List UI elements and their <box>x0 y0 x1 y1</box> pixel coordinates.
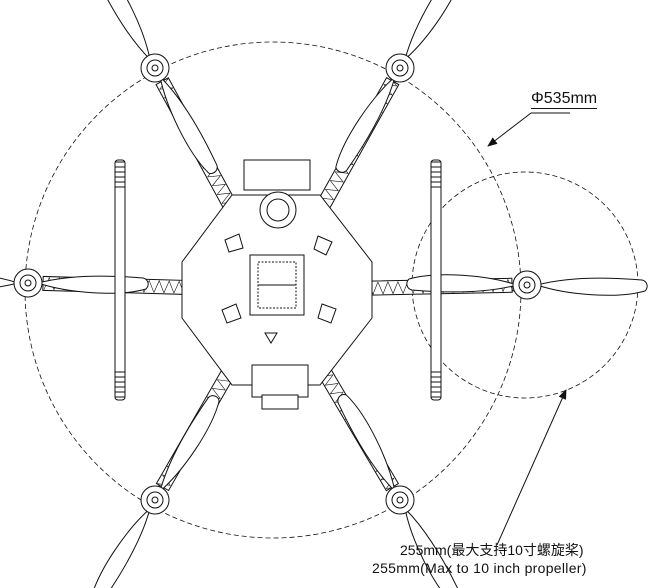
landing-gear <box>430 159 442 401</box>
propeller <box>90 395 220 588</box>
camera-mount <box>259 191 297 229</box>
propeller <box>92 0 218 174</box>
motor <box>385 485 415 515</box>
motor <box>385 53 415 83</box>
landing-gear <box>114 159 126 401</box>
propeller-label-cn: 255mm(最大支持10寸螺旋桨) <box>400 542 584 558</box>
propeller <box>335 0 465 173</box>
propeller-label-en: 255mm(Max to 10 inch propeller) <box>372 560 587 576</box>
diameter-label: Φ535mm <box>531 90 598 109</box>
motor <box>13 268 43 298</box>
motor <box>512 270 542 300</box>
motor <box>140 485 170 515</box>
battery-mount <box>243 159 311 191</box>
propeller <box>337 394 463 588</box>
prop-leader <box>496 389 567 546</box>
motor <box>140 53 170 83</box>
